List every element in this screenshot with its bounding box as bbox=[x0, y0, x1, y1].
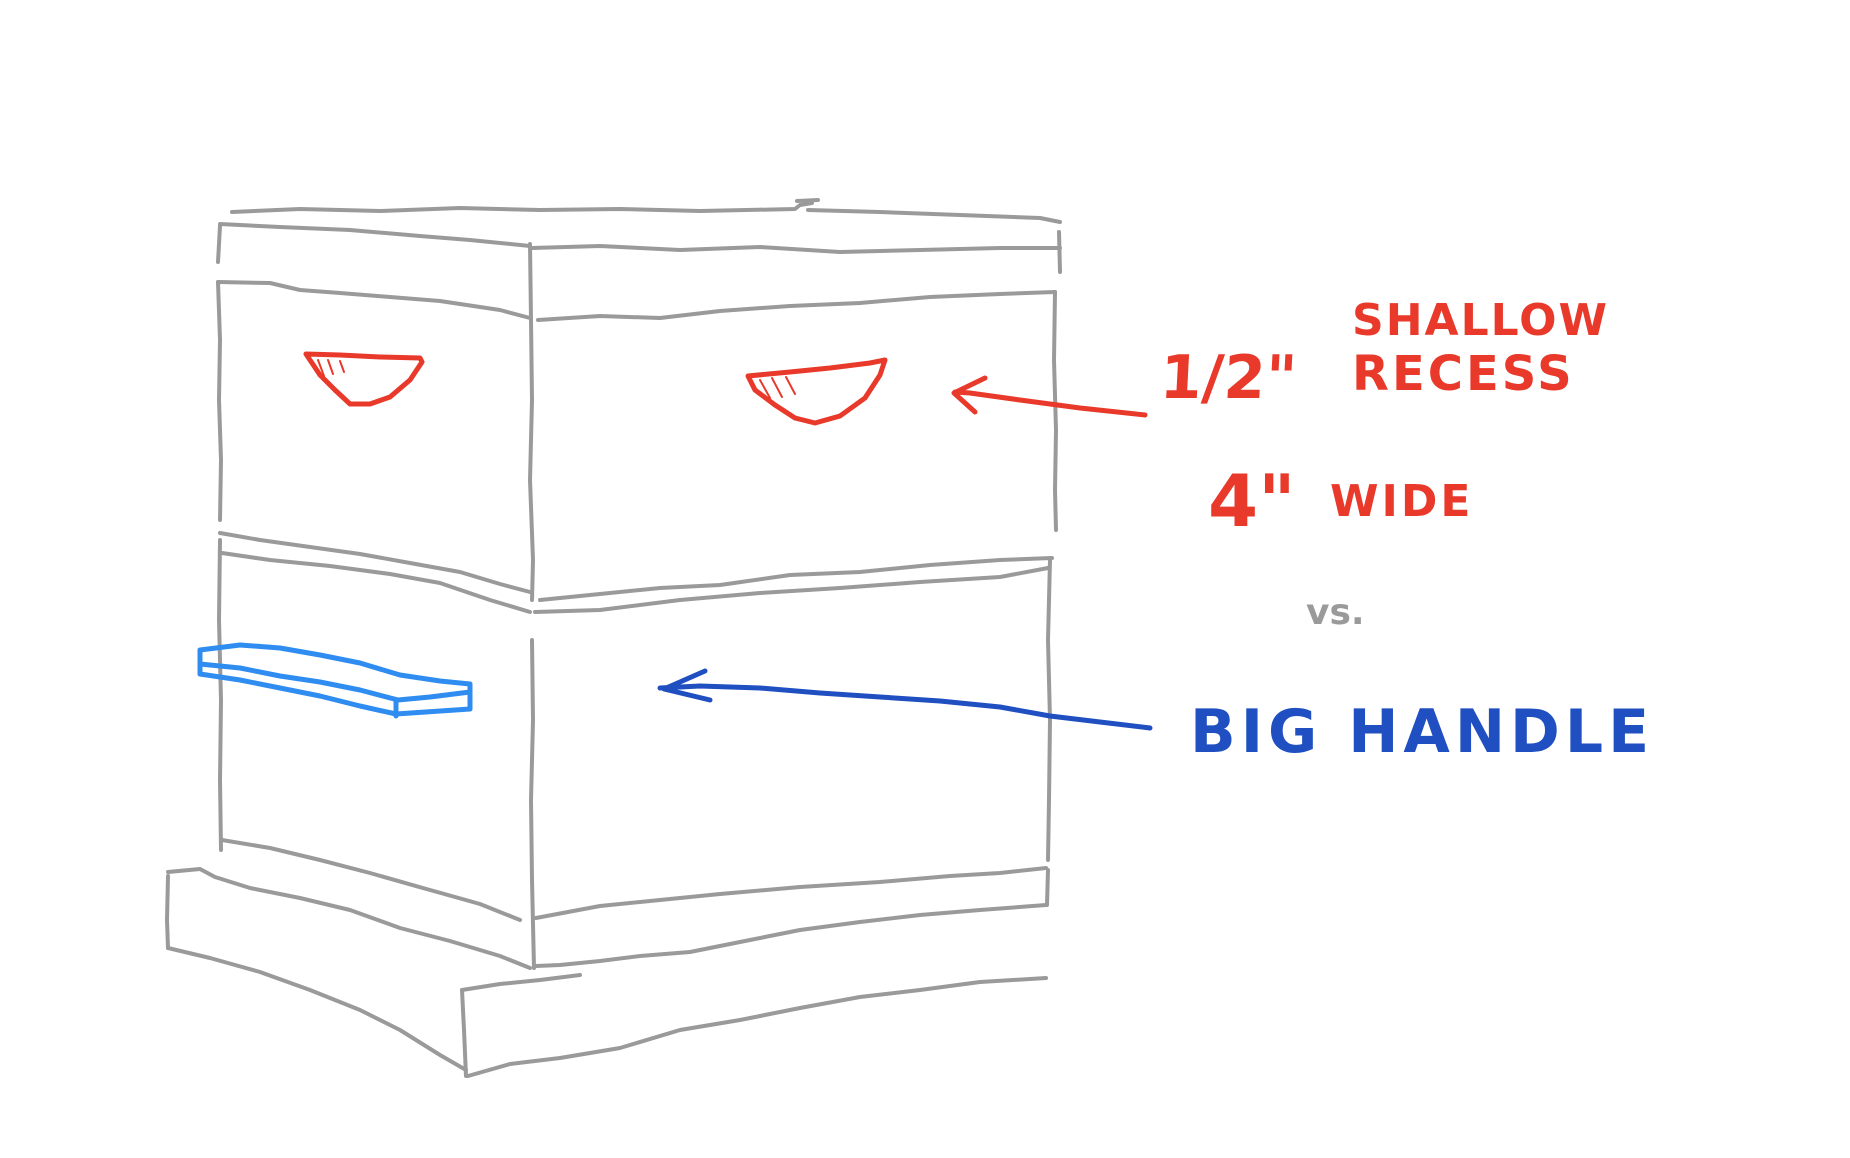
upper-box-bottom-right bbox=[538, 556, 1054, 602]
recess-fraction-label: 1/2" bbox=[1158, 343, 1298, 413]
bottom-board-right-side bbox=[1045, 868, 1050, 907]
handle-front-face bbox=[197, 661, 473, 717]
bottom-board-left-side bbox=[165, 874, 170, 950]
bottom-board-top-left bbox=[166, 867, 532, 970]
recess-annotation: 1/2" SHALLOW RECESS 4" WIDE bbox=[1158, 295, 1609, 543]
lid-right-side bbox=[1057, 230, 1062, 274]
upper-box-top-right bbox=[536, 290, 1057, 322]
recess-wide-label: WIDE bbox=[1330, 476, 1473, 527]
lid-bottom-left bbox=[218, 222, 532, 248]
big-handle-drawing bbox=[197, 642, 473, 719]
upper-box-top-left bbox=[216, 280, 532, 320]
recess-arrow-shaft bbox=[952, 389, 1148, 418]
bottom-board-bottom-left bbox=[166, 946, 468, 1072]
recess-width-label: 4" bbox=[1208, 459, 1296, 543]
bottom-board-front-top bbox=[460, 973, 582, 992]
lower-box-bottom-right bbox=[534, 866, 1048, 920]
handle-top-face bbox=[197, 642, 473, 703]
upper-box-left-side bbox=[216, 280, 223, 522]
lower-box-right-side bbox=[1046, 558, 1052, 862]
right-recess-hatch bbox=[759, 376, 796, 399]
bottom-board-front-corner bbox=[460, 988, 468, 1078]
lid-bottom-right bbox=[530, 244, 1062, 254]
left-recess-hatch bbox=[317, 359, 345, 377]
lower-box-bottom-left bbox=[220, 838, 522, 922]
lower-box-left-side bbox=[217, 538, 223, 852]
lower-box-top-left bbox=[220, 551, 532, 614]
lid-vent-mark bbox=[795, 198, 820, 203]
lower-box-top-right bbox=[533, 566, 1050, 614]
handle-arrow bbox=[657, 668, 1153, 731]
upper-box-corner bbox=[528, 242, 535, 602]
vs-label: vs. bbox=[1306, 592, 1365, 633]
left-recess-handhold bbox=[303, 351, 425, 407]
lower-box-corner bbox=[529, 638, 536, 970]
recess-arrow-head bbox=[951, 375, 988, 415]
upper-box-right-side bbox=[1052, 290, 1058, 532]
recess-handholds bbox=[303, 351, 1148, 426]
upper-box-bottom-left bbox=[218, 531, 532, 594]
lid-left-side bbox=[216, 224, 222, 264]
handle-arrow-shaft bbox=[657, 683, 1153, 731]
right-recess-handhold bbox=[745, 357, 888, 426]
recess-recess-label: RECESS bbox=[1352, 346, 1575, 402]
lid-top-edge bbox=[230, 201, 1062, 224]
handle-arrow-head bbox=[661, 668, 713, 703]
big-handle-label: BIG HANDLE bbox=[1190, 697, 1654, 767]
recess-shallow-label: SHALLOW bbox=[1352, 295, 1609, 346]
hive-box-outline bbox=[165, 198, 1062, 1078]
bottom-board-top-right bbox=[534, 903, 1048, 968]
bottom-board-bottom-right bbox=[466, 976, 1048, 1078]
